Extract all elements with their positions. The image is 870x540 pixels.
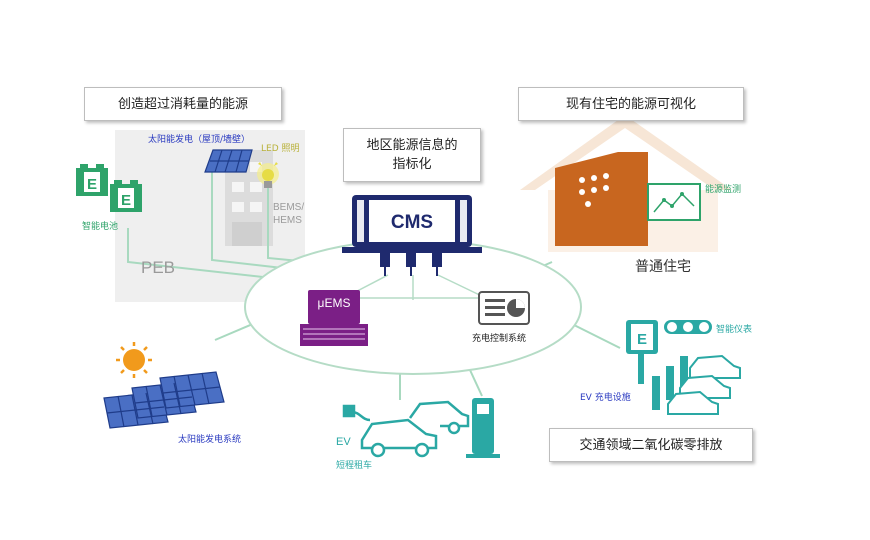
- svg-text:E: E: [637, 331, 647, 348]
- cms-server-icon: [342, 195, 482, 276]
- label-ev-charging: EV 充电设施: [580, 393, 631, 403]
- label-smart-meter: 智能仪表: [716, 325, 753, 335]
- label-led: LED 照明: [261, 144, 300, 154]
- solar-panel-array-icon: [103, 371, 225, 429]
- energy-monitor-icon: [647, 183, 701, 221]
- smart-battery-icon: E E: [76, 164, 142, 212]
- led-bulb-icon: [257, 162, 279, 188]
- callout-cms-info-line2: 指标化: [392, 157, 432, 172]
- parked-cars-icon: [667, 354, 741, 415]
- ev-car-icon: [342, 400, 470, 458]
- label-solar-system: 太阳能发电系统: [178, 435, 242, 445]
- smart-meter-icon: [664, 320, 712, 334]
- label-ordinary-home: 普通住宅: [635, 259, 691, 275]
- peb-label: PEB: [141, 258, 175, 277]
- callout-cms-info-line1: 地区能源信息的: [366, 138, 458, 153]
- uems-laptop-icon: [300, 290, 368, 346]
- callout-cms-info: 地区能源信息的 指标化: [343, 128, 481, 182]
- ev-label: EV: [336, 436, 351, 448]
- sun-icon: [116, 342, 152, 378]
- charging-station-icon: [466, 398, 500, 458]
- label-energy-monitor: 能源监测: [705, 185, 742, 195]
- rooftop-solar-icon: [204, 149, 253, 173]
- uems-label: μEMS: [318, 296, 351, 310]
- bems-label: BEMS/: [273, 202, 304, 213]
- hems-label: HEMS: [273, 215, 302, 226]
- ev-charger-icon: E: [626, 320, 688, 410]
- home-icon: [555, 152, 648, 246]
- charge-control-icon: [478, 291, 530, 325]
- svg-text:E: E: [87, 176, 97, 193]
- cms-label: CMS: [391, 212, 433, 233]
- label-charge-control: 充电控制系统: [472, 334, 527, 344]
- callout-transport: 交通领域二氧化碳零排放: [549, 428, 753, 462]
- label-smart-battery: 智能电池: [82, 222, 119, 232]
- label-short-rental: 短程租车: [336, 461, 373, 471]
- callout-existing-home: 现有住宅的能源可视化: [518, 87, 744, 121]
- svg-text:E: E: [121, 192, 131, 209]
- callout-peb-goal: 创造超过消耗量的能源: [84, 87, 282, 121]
- label-solar-rooftop: 太阳能发电（屋顶/墙壁）: [148, 135, 251, 145]
